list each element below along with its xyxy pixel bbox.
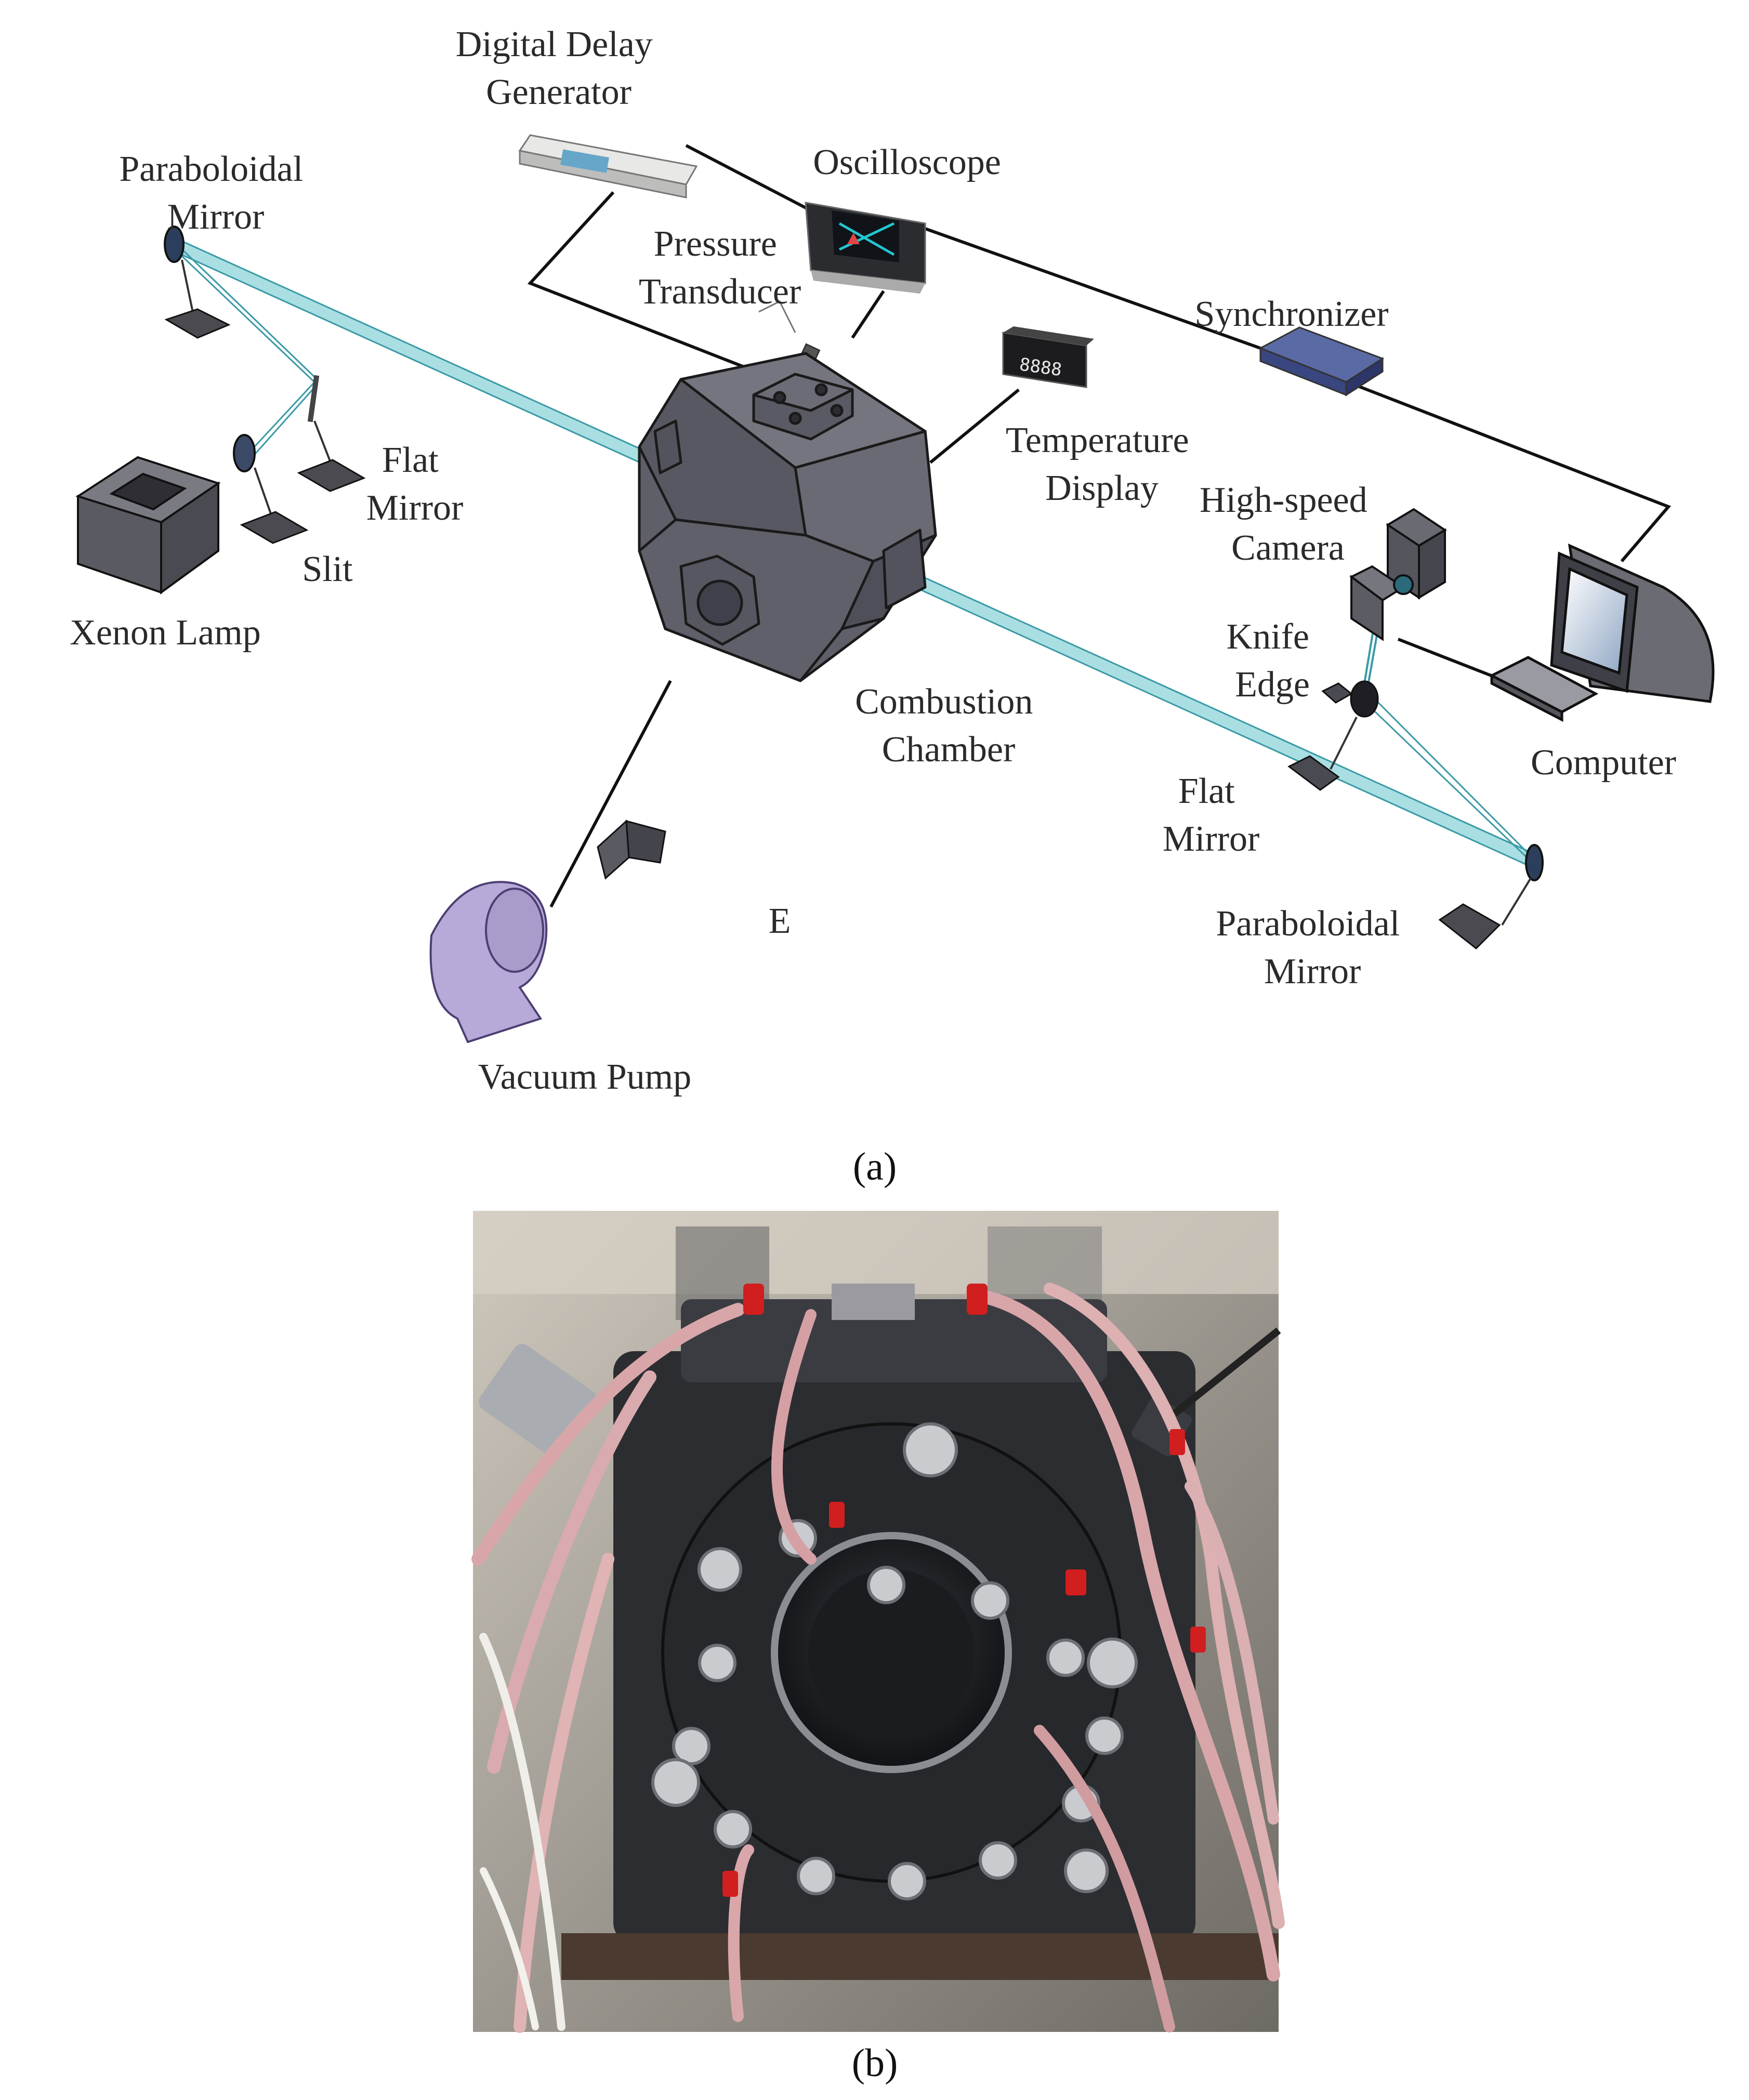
label-flat-mirror-left-1: Flat (382, 440, 439, 480)
label-flat-mirror-right-1: Flat (1178, 771, 1235, 811)
component-labels: Digital Delay Generator Oscilloscope Par… (70, 24, 1676, 1097)
label-digital-delay-generator-2: Generator (486, 72, 632, 112)
label-slit: Slit (302, 549, 353, 589)
label-pressure-transducer-2: Transducer (639, 272, 801, 312)
photo-chamber (613, 1284, 1195, 1944)
label-knife-edge-2: Edge (1235, 665, 1310, 705)
label-paraboloidal-mirror-left-1: Paraboloidal (119, 149, 303, 189)
synchronizer (1258, 326, 1385, 397)
label-flat-mirror-left-2: Mirror (366, 488, 464, 528)
slit (233, 434, 309, 544)
flat-mirror-left (297, 375, 366, 492)
svg-text:Pressure Transducer: Pressure Transducer (639, 224, 801, 312)
computer (1489, 543, 1715, 722)
svg-text:Combustion Chamber: Combustion Chamber (855, 682, 1042, 770)
paraboloidal-mirror-right (1438, 844, 1544, 950)
svg-text:Temperature Display: Temperature Display (1006, 420, 1198, 508)
label-paraboloidal-mirror-right-1: Paraboloidal (1216, 904, 1400, 944)
svg-text:Paraboloidal Mirror: Paraboloidal Mirror (1216, 904, 1409, 992)
caption-a: (a) (853, 1145, 897, 1188)
knife-edge (1321, 680, 1379, 718)
flat-mirror-right (1287, 717, 1358, 791)
label-paraboloidal-mirror-left-2: Mirror (167, 197, 265, 237)
label-combustion-chamber-2: Chamber (882, 730, 1016, 770)
label-xenon-lamp: Xenon Lamp (70, 613, 260, 653)
label-paraboloidal-mirror-right-2: Mirror (1264, 952, 1361, 992)
label-pressure-transducer-1: Pressure (654, 224, 777, 264)
svg-text:Flat Mirror: Flat Mirror (1163, 771, 1260, 859)
label-high-speed-camera-1: High-speed (1200, 480, 1367, 520)
vacuum-pump (429, 881, 548, 1044)
xenon-lamp (75, 456, 221, 595)
paraboloidal-mirror-left (164, 226, 231, 339)
exhaust-valve (597, 819, 666, 880)
label-temperature-display-2: Display (1045, 468, 1159, 508)
label-high-speed-camera-2: Camera (1231, 528, 1345, 568)
photo-bolts (651, 1422, 1138, 1900)
svg-text:Knife Edge: Knife Edge (1227, 617, 1319, 705)
caption-b: (b) (852, 2041, 898, 2085)
digital-delay-generator (518, 134, 698, 199)
svg-text:Paraboloidal Mirror: Paraboloidal Mirror (119, 149, 312, 237)
photo-cables (471, 1283, 1285, 2033)
panel-a-diagram: 8888 (70, 24, 1715, 1188)
photo-red-tags (722, 1284, 1206, 1897)
high-speed-camera (1349, 508, 1447, 641)
combustion-chamber (638, 352, 937, 682)
label-temperature-display-1: Temperature (1006, 420, 1189, 460)
label-exhaust-valve: E (769, 901, 791, 941)
panel-b-photo (471, 1211, 1285, 2033)
label-synchronizer: Synchronizer (1194, 294, 1388, 334)
label-knife-edge-1: Knife (1227, 617, 1309, 657)
oscilloscope (805, 202, 926, 294)
label-vacuum-pump: Vacuum Pump (478, 1057, 691, 1097)
label-digital-delay-generator-1: Digital Delay (456, 24, 653, 64)
label-flat-mirror-right-2: Mirror (1163, 819, 1260, 859)
temperature-display: 8888 (1002, 326, 1094, 388)
svg-text:High-speed Camera: High-speed Camera (1200, 480, 1376, 568)
svg-text:Flat Mirror: Flat Mirror (366, 440, 464, 528)
label-combustion-chamber-1: Combustion (855, 682, 1033, 722)
svg-text:Digital Delay Generato: Digital Delay Generator (456, 24, 662, 112)
label-oscilloscope: Oscilloscope (813, 142, 1001, 182)
label-computer: Computer (1531, 743, 1676, 783)
